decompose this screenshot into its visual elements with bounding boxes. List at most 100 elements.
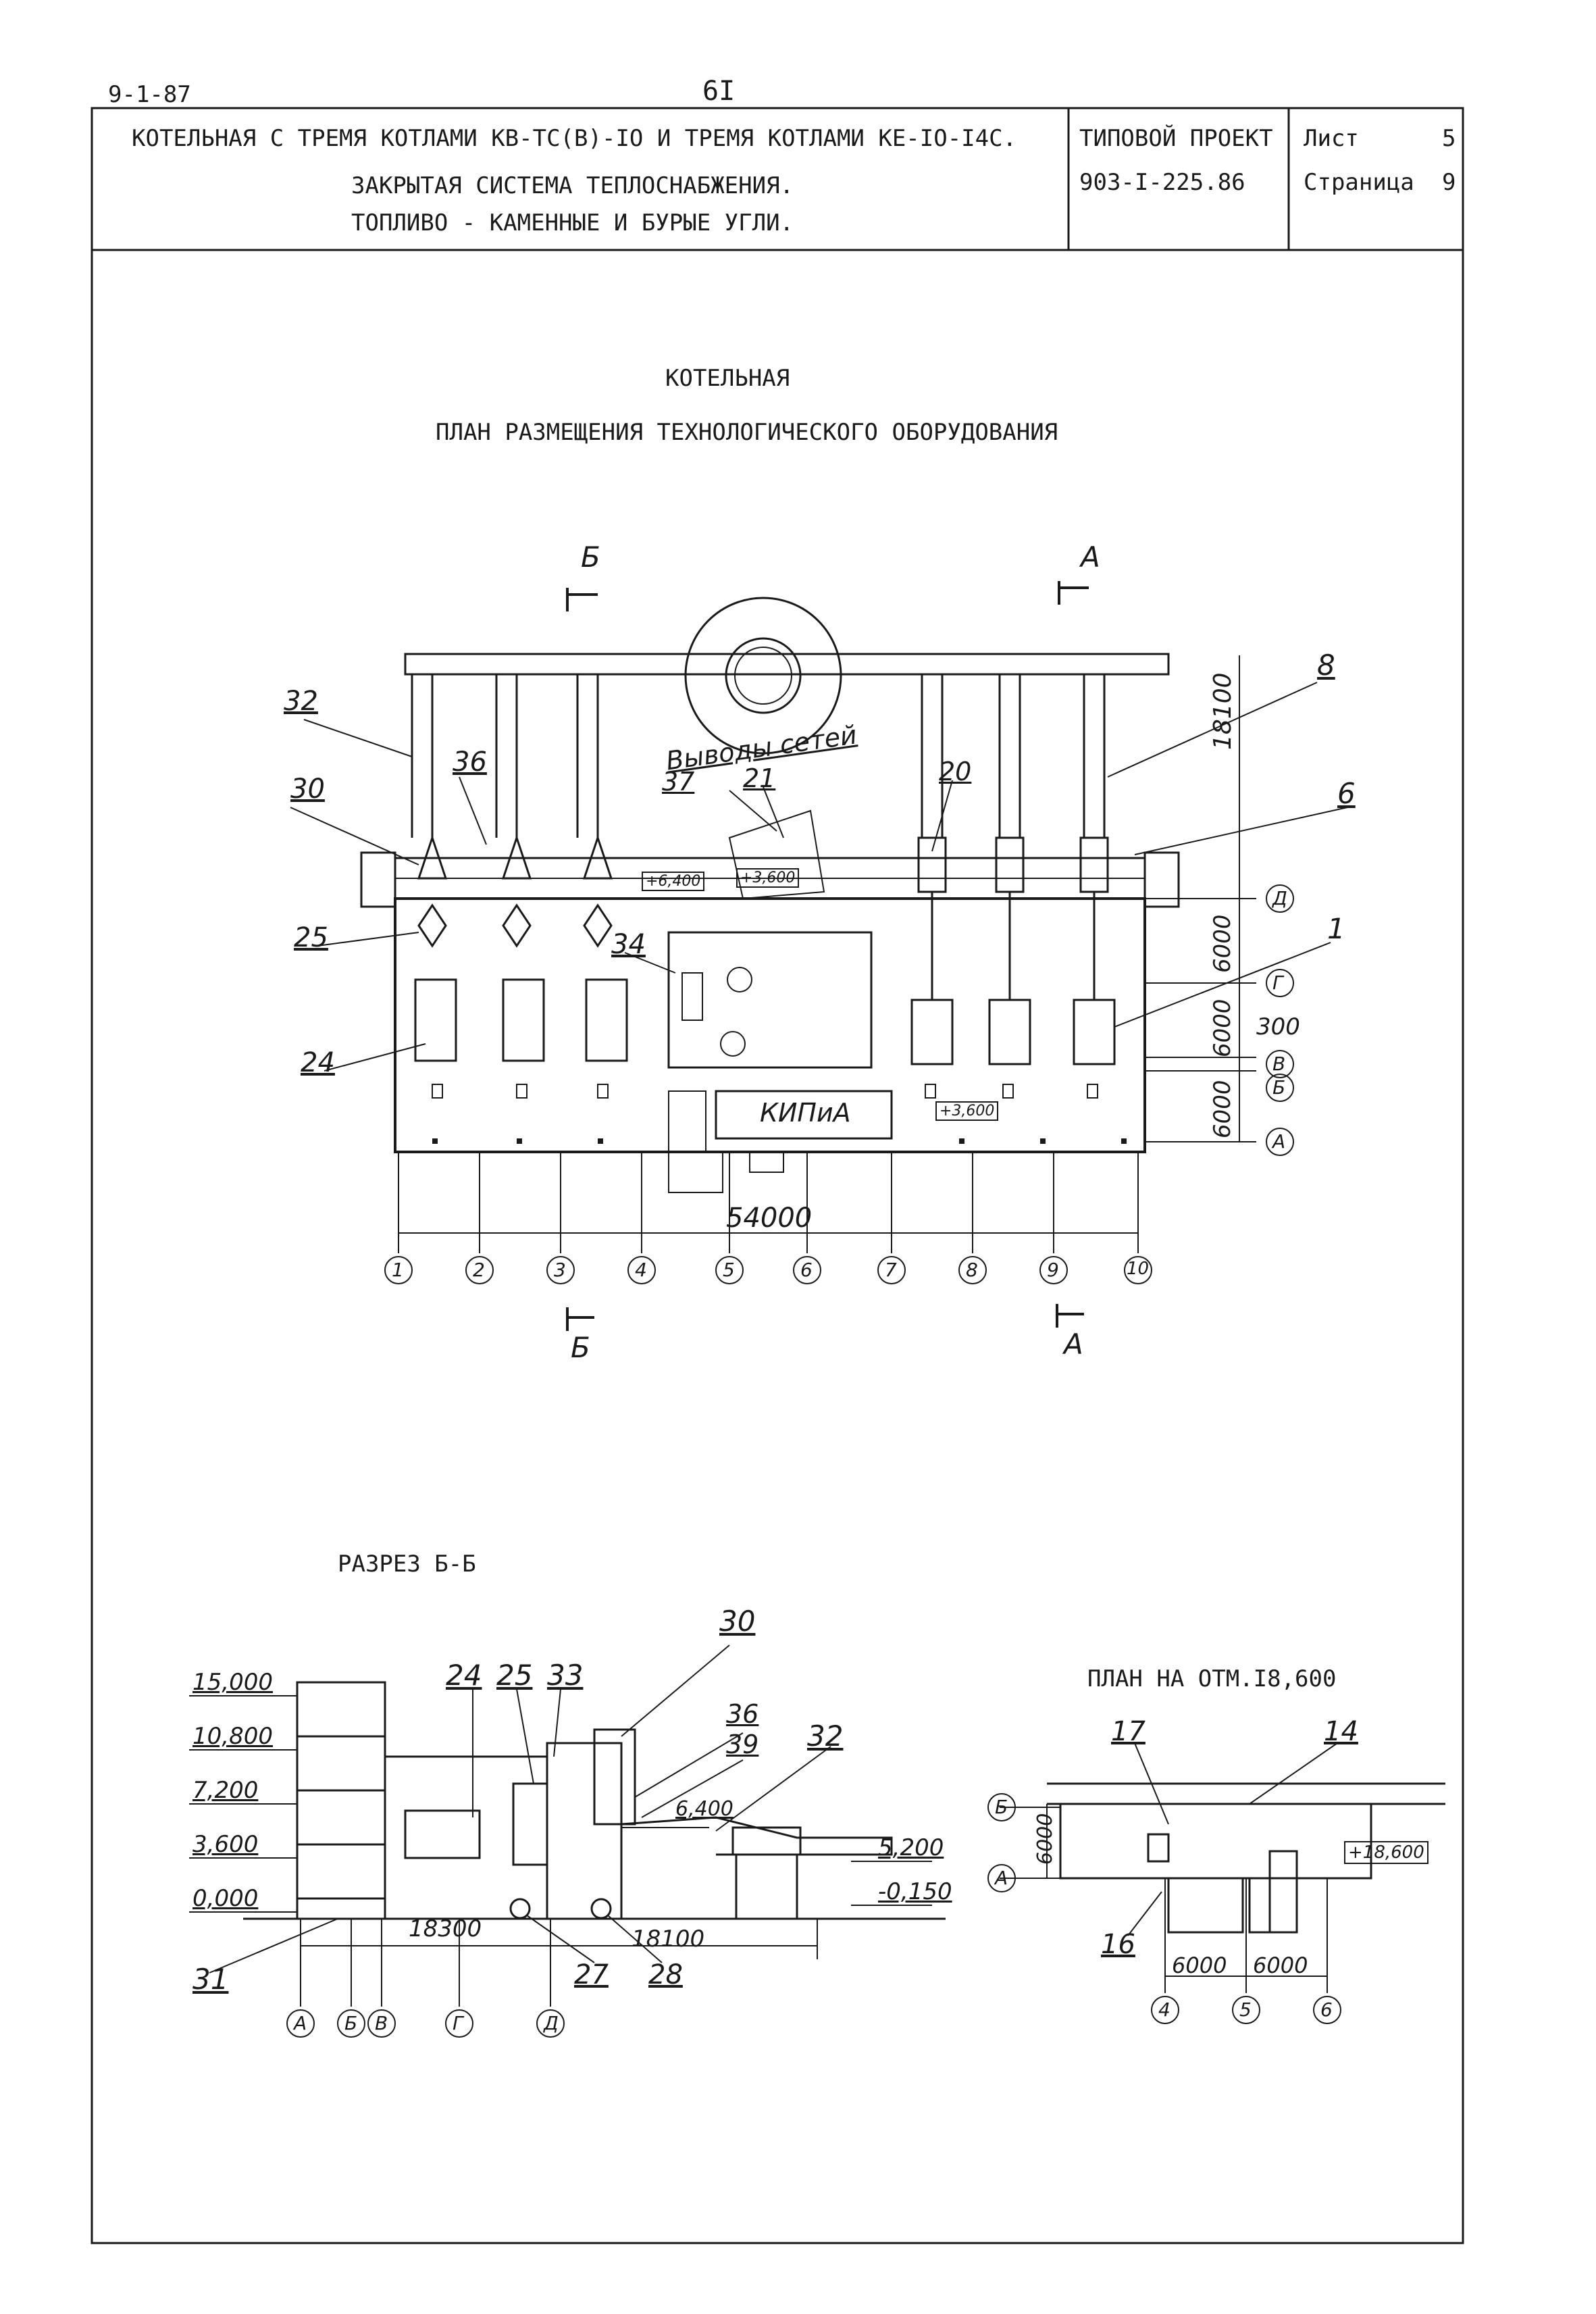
elevation-3600-b: +3,600	[935, 1101, 999, 1121]
flue-duct	[404, 653, 1170, 676]
section-axis-b: Б	[344, 2012, 358, 2034]
section-mark-a-bottom: А	[1064, 1328, 1083, 1361]
level-minus-0150: -0,150	[878, 1878, 952, 1905]
depth-dimension: 18100	[1209, 672, 1237, 750]
title-line-1: КОТЕЛЬНАЯ С ТРЕМЯ КОТЛАМИ КВ-ТС(В)-IO И …	[132, 125, 1017, 152]
axis-2: 2	[473, 1259, 485, 1281]
title-line-3: ТОПЛИВО - КАМЕННЫЕ И БУРЫЕ УГЛИ.	[351, 209, 794, 236]
section-mark-b-top: Б	[581, 540, 600, 574]
page-number: 6I	[702, 76, 736, 107]
mini-dim-vertical: 6000	[1033, 1813, 1057, 1865]
section-callout-25: 25	[496, 1659, 533, 1692]
kipia-label: КИПиА	[760, 1098, 851, 1128]
mini-callout-17: 17	[1111, 1716, 1145, 1747]
chimney	[684, 597, 842, 755]
section-mark-b-bottom: Б	[571, 1331, 590, 1364]
section-callout-27: 27	[574, 1959, 609, 1990]
section-axis-a: А	[294, 2012, 307, 2034]
section-callout-33: 33	[547, 1659, 584, 1692]
section-callout-32: 32	[807, 1719, 844, 1753]
pump-room	[667, 931, 873, 1069]
section-callout-28: 28	[648, 1959, 683, 1990]
callout-8: 8	[1317, 649, 1335, 682]
section-callout-39: 39	[726, 1730, 759, 1759]
mini-axis-a: А	[995, 1867, 1008, 1889]
level-10800: 10,800	[192, 1723, 273, 1750]
section-callout-31: 31	[192, 1963, 229, 1996]
callout-32: 32	[284, 686, 318, 717]
section-axis-g: Г	[453, 2012, 463, 2034]
axis-1: 1	[392, 1259, 404, 1281]
section-mark-a-top: А	[1081, 540, 1100, 574]
callout-25: 25	[294, 922, 328, 953]
section-dim-18300: 18300	[409, 1915, 482, 1942]
page-value: 9	[1442, 169, 1456, 196]
level-7200: 7,200	[192, 1777, 259, 1804]
elevation-3600-a: +3,600	[736, 868, 800, 888]
level-15000: 15,000	[192, 1669, 273, 1696]
mini-callout-16: 16	[1101, 1929, 1135, 1960]
overall-dimension: 54000	[726, 1203, 813, 1234]
axis-8: 8	[966, 1259, 978, 1281]
callout-30: 30	[290, 774, 325, 805]
axis-9: 9	[1047, 1259, 1059, 1281]
axis-g: Г	[1272, 972, 1283, 994]
section-bb	[189, 1644, 946, 2038]
bay-dim-1: 6000	[1209, 914, 1236, 973]
axis-5: 5	[723, 1259, 735, 1281]
axis-v: В	[1272, 1053, 1286, 1075]
section-title: РАЗРЕЗ Б-Б	[338, 1551, 476, 1578]
page-label: Страница	[1304, 169, 1414, 196]
level-5200: 5,200	[878, 1834, 944, 1861]
title-line-2: ЗАКРЫТАЯ СИСТЕМА ТЕПЛОСНАБЖЕНИЯ.	[351, 172, 794, 199]
mini-plan	[987, 1742, 1445, 2024]
main-plan	[290, 581, 1348, 1331]
mini-dim-2: 6000	[1253, 1953, 1308, 1978]
callout-6: 6	[1337, 777, 1356, 810]
axis-4: 4	[635, 1259, 647, 1281]
project-label: ТИПОВОЙ ПРОЕКТ	[1079, 125, 1273, 152]
callout-21: 21	[743, 763, 776, 793]
axis-a: А	[1272, 1130, 1286, 1153]
mini-dim-1: 6000	[1172, 1953, 1227, 1978]
mini-axis-4: 4	[1158, 1998, 1170, 2021]
callout-37: 37	[662, 767, 695, 797]
callout-34: 34	[611, 929, 646, 960]
elevation-6400: +6,400	[642, 872, 705, 891]
sheet-label: Лист	[1304, 125, 1359, 152]
mini-axis-5: 5	[1239, 1998, 1252, 2021]
axis-b: Б	[1272, 1076, 1286, 1099]
mini-plan-title: ПЛАН НА ОТМ.I8,600	[1087, 1665, 1337, 1692]
section-callout-24: 24	[446, 1659, 482, 1692]
mini-axis-6: 6	[1320, 1998, 1333, 2021]
callout-24: 24	[301, 1047, 335, 1078]
sheet-code: 9-1-87	[108, 81, 191, 108]
drawing-title-2: ПЛАН РАЗМЕЩЕНИЯ ТЕХНОЛОГИЧЕСКОГО ОБОРУДО…	[436, 419, 1058, 446]
axis-d: Д	[1272, 887, 1287, 909]
drawing-title-1: КОТЕЛЬНАЯ	[665, 365, 790, 392]
gap-dimension: 300	[1256, 1013, 1300, 1040]
axis-6: 6	[800, 1259, 813, 1281]
sheet-value: 5	[1442, 125, 1456, 152]
section-axis-d: Д	[544, 2012, 559, 2034]
mini-elevation: +18,600	[1344, 1841, 1428, 1864]
section-axis-v: В	[375, 2012, 388, 2034]
project-number: 903-I-225.86	[1079, 169, 1245, 196]
mini-callout-14: 14	[1324, 1716, 1358, 1747]
level-0000: 0,000	[192, 1885, 259, 1912]
callout-1: 1	[1327, 912, 1345, 945]
section-callout-36: 36	[726, 1699, 759, 1729]
level-3600: 3,600	[192, 1831, 259, 1858]
mini-axis-b: Б	[995, 1796, 1008, 1818]
callout-20: 20	[939, 757, 972, 786]
level-6400: 6,400	[675, 1797, 733, 1821]
section-dim-18100: 18100	[632, 1926, 705, 1953]
axis-7: 7	[885, 1259, 897, 1281]
callout-36: 36	[453, 747, 487, 778]
section-callout-30: 30	[719, 1605, 756, 1638]
bay-dim-2: 6000	[1209, 999, 1236, 1057]
bay-dim-3: 6000	[1209, 1080, 1236, 1138]
kipia-room	[715, 1090, 893, 1140]
axis-3: 3	[554, 1259, 566, 1281]
